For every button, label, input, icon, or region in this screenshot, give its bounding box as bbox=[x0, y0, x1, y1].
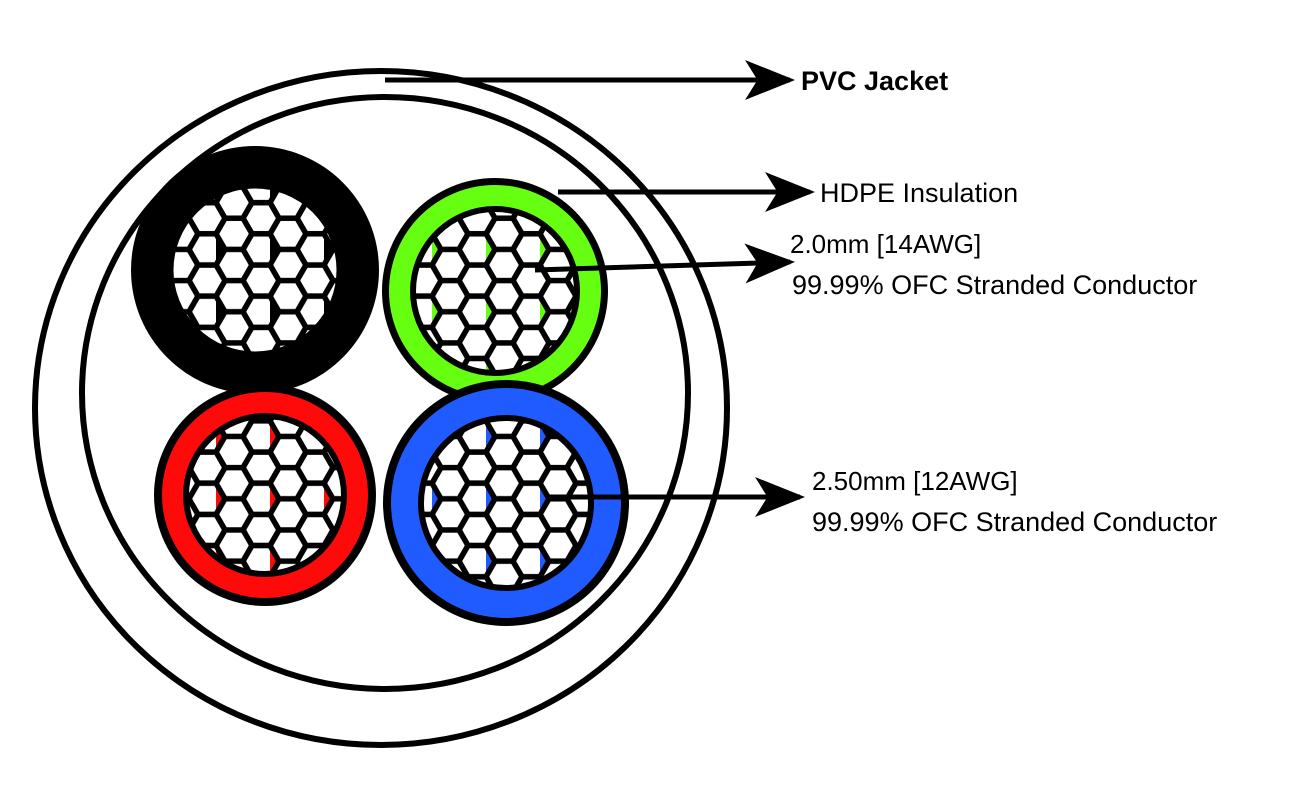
label-conductor-small-size: 2.0mm [14AWG] bbox=[790, 229, 981, 259]
conductor-black bbox=[131, 146, 379, 394]
strand-core-black bbox=[168, 183, 342, 357]
strand-core-blue bbox=[418, 415, 594, 591]
label-conductor-large-desc: 99.99% OFC Stranded Conductor bbox=[812, 507, 1217, 537]
label-conductor-small-desc: 99.99% OFC Stranded Conductor bbox=[792, 270, 1197, 300]
pvc-jacket-inner-ring bbox=[79, 94, 691, 692]
label-hdpe-insulation: HDPE Insulation bbox=[820, 178, 1018, 208]
label-pvc-jacket: PVC Jacket bbox=[801, 66, 948, 96]
conductor-green bbox=[382, 178, 608, 404]
arrow-conductor-small bbox=[534, 243, 795, 284]
pvc-jacket-outer-ring bbox=[32, 68, 730, 748]
label-conductor-large-size: 2.50mm [12AWG] bbox=[812, 466, 1018, 496]
conductor-red bbox=[154, 384, 376, 606]
strand-core-red bbox=[183, 413, 347, 577]
strand-core-green bbox=[410, 206, 580, 376]
conductor-blue bbox=[383, 380, 629, 626]
